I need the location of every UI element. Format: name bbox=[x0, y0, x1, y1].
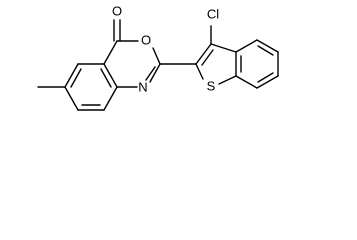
molecule-drawing: O O N Cl S bbox=[37, 3, 279, 111]
bond-c2-n1-double bbox=[145, 66, 156, 81]
bond-c4b-c5b bbox=[256, 39, 279, 53]
bond-c2t-c3t bbox=[195, 43, 212, 65]
sulfur-label: S bbox=[207, 78, 216, 93]
bond-c2t-c3t-double bbox=[201, 49, 214, 66]
ring-oxygen-label: O bbox=[141, 32, 151, 47]
bond-c8a-c4a-double bbox=[100, 68, 112, 88]
benzoxazinone-benzene-ring bbox=[64, 63, 118, 111]
bond-c3a-c4b bbox=[235, 39, 258, 53]
bond-s-c2t bbox=[195, 63, 204, 80]
bond-c4a-c4 bbox=[103, 40, 118, 65]
bond-c4b-c5b-double bbox=[257, 45, 274, 56]
bond-c8-c8a bbox=[103, 86, 118, 111]
bond-c5-c6-double bbox=[70, 68, 82, 88]
bond-c7a-s bbox=[218, 75, 237, 85]
ring-nitrogen-label: N bbox=[138, 79, 147, 94]
thiophene-ring bbox=[195, 43, 237, 85]
chlorine-label: Cl bbox=[207, 6, 219, 21]
structure-diagram: O O N Cl S bbox=[37, 3, 279, 111]
bond-c2-n1 bbox=[149, 63, 161, 83]
bond-c6b-c7b-double bbox=[257, 72, 274, 83]
bond-o3-c2 bbox=[152, 47, 161, 65]
bond-c6b-c7b bbox=[256, 75, 279, 89]
bond-c3t-c3a bbox=[210, 43, 237, 53]
bond-c5-c6 bbox=[64, 63, 79, 88]
benzothiophene-benzene-ring bbox=[235, 39, 279, 89]
bond-c6-c7 bbox=[64, 86, 79, 111]
bond-c8a-c4a bbox=[103, 63, 118, 88]
bond-c7b-c7a bbox=[235, 75, 258, 89]
carbonyl-oxygen-label: O bbox=[112, 3, 122, 18]
